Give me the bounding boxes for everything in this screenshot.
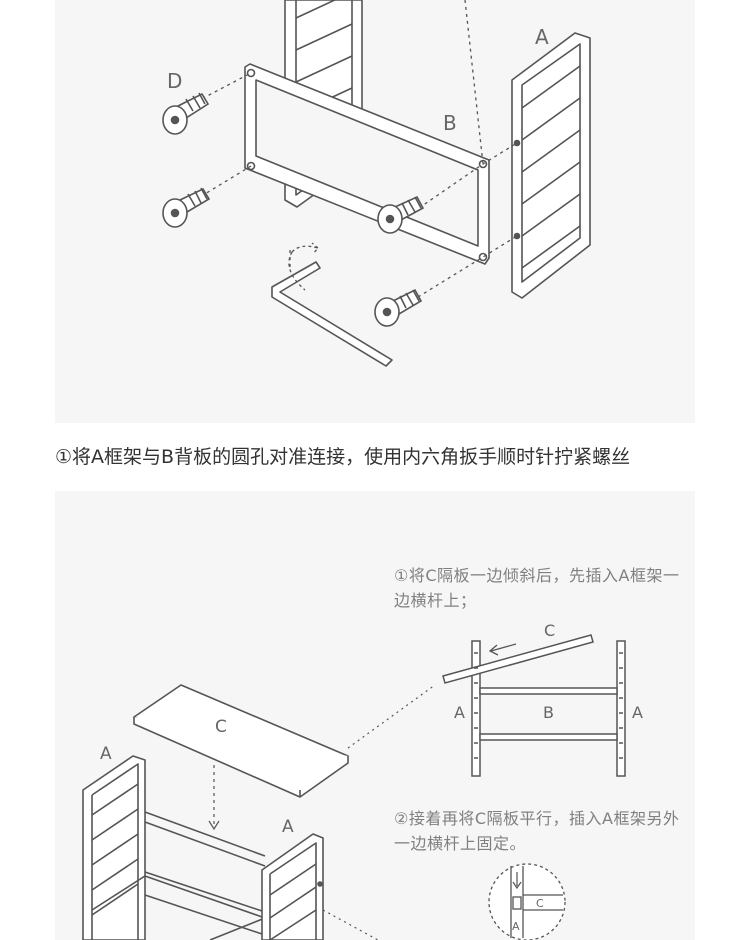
screw-center — [377, 195, 425, 234]
right-a-frame — [261, 833, 324, 940]
screw-bottom-right — [374, 288, 423, 327]
shelf-label-c: C — [215, 717, 227, 737]
detail2-label-a: A — [512, 920, 520, 933]
hex-key-wrench — [271, 261, 393, 367]
b-back-board — [244, 63, 490, 265]
label-d: D — [167, 69, 182, 93]
detail1-label-a-left: A — [454, 703, 465, 722]
label-a: A — [535, 25, 549, 49]
detail2-magnified-view — [488, 863, 566, 940]
a-frame-right — [511, 32, 591, 299]
detail1-label-a-right: A — [632, 703, 643, 722]
label-b: B — [443, 111, 457, 135]
step2-instruction-1: ①将C隔板一边倾斜后，先插入A框架一边横杆上； — [394, 566, 680, 610]
detail1-label-c: C — [544, 621, 555, 640]
screw-d-top — [162, 92, 210, 135]
c-shelf-board — [133, 684, 349, 798]
step2-instruction-2: ②接着再将C隔板平行，插入A框架另外一边横杆上固定。 — [394, 809, 680, 853]
step1-assembly-diagram: D B A — [162, 0, 591, 367]
left-a-frame — [82, 755, 146, 940]
screw-d-bottom — [162, 187, 211, 228]
right-frame-label-a: A — [282, 817, 294, 837]
step1-caption: ①将A框架与B背板的圆孔对准连接，使用内六角扳手顺时针拧紧螺丝 — [55, 446, 631, 468]
detail1-side-view — [442, 634, 626, 777]
detail2-label-c: C — [536, 897, 544, 910]
left-frame-label-a: A — [100, 744, 112, 764]
detail1-label-b: B — [543, 703, 554, 722]
